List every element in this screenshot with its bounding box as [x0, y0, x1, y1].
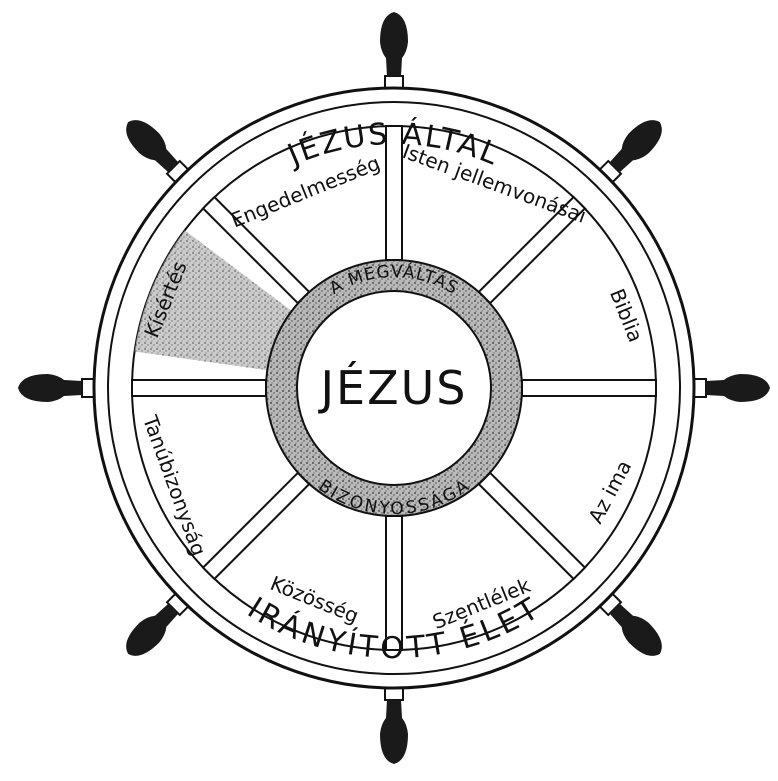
- spoke-right: [522, 380, 656, 396]
- center-text: JÉZUS: [317, 361, 467, 415]
- handle-grip: [380, 12, 408, 76]
- handle-top: [380, 12, 408, 92]
- handle-grip: [380, 700, 408, 764]
- spoke-bottom: [386, 516, 402, 650]
- handle-grip: [706, 374, 770, 402]
- spoke-bar: [522, 380, 656, 396]
- handle-right: [690, 374, 770, 402]
- spoke-bar: [132, 380, 266, 396]
- spoke-left: [132, 380, 266, 396]
- handle-left: [18, 374, 98, 402]
- spoke-bar: [386, 516, 402, 650]
- handle-bottom: [380, 684, 408, 764]
- handle-grip: [18, 374, 82, 402]
